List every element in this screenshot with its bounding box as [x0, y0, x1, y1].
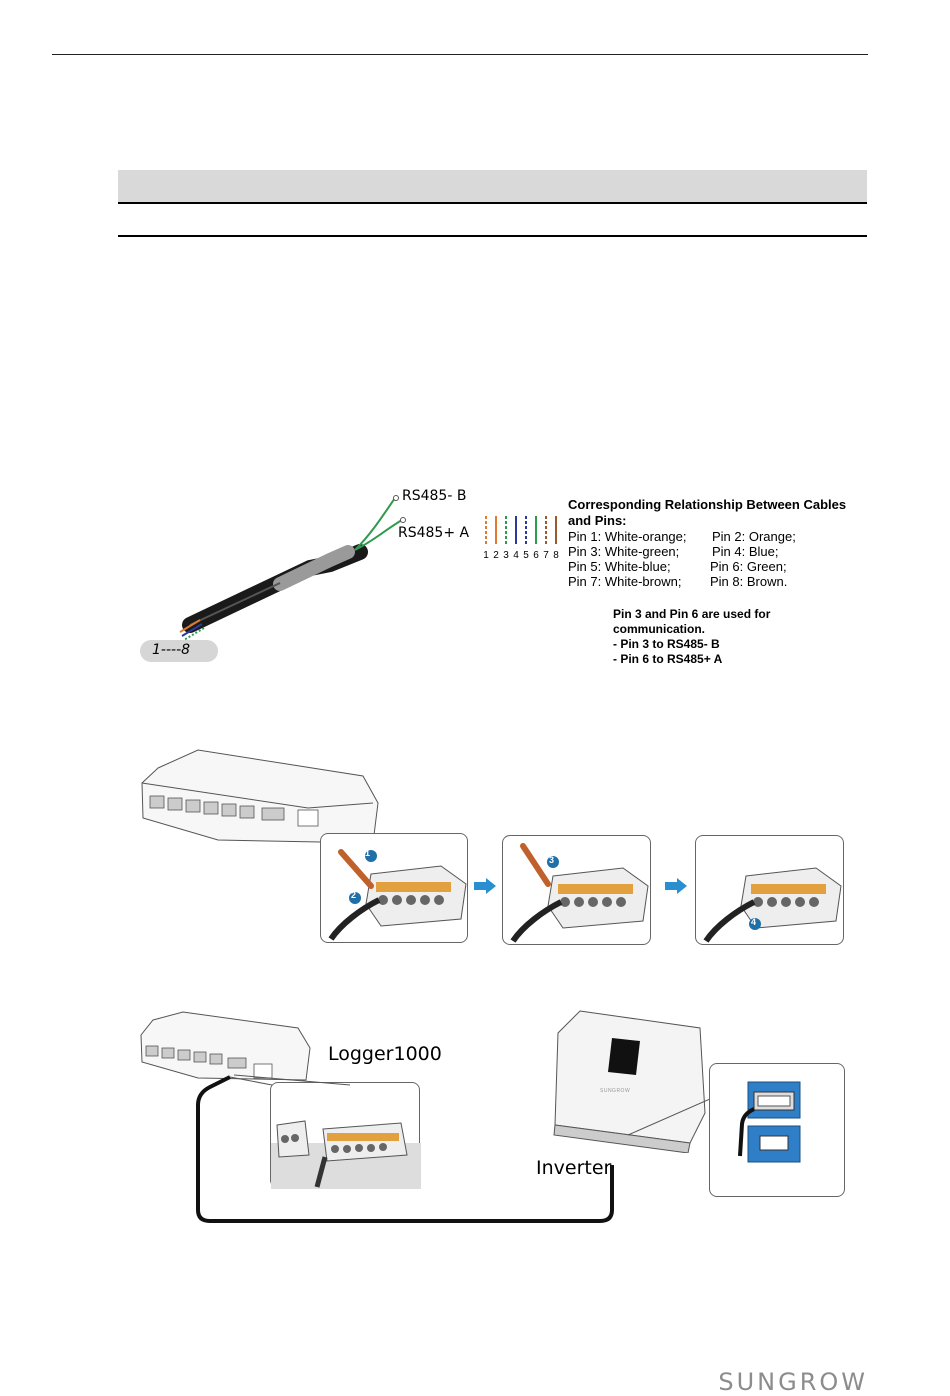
pin-number-4: 4 — [513, 550, 519, 561]
wire-tip-a — [400, 517, 406, 523]
pin-title-line1: Corresponding Relationship Between Cable… — [568, 497, 847, 512]
pin-row-4-left: Pin 7: White-brown; — [568, 574, 682, 589]
pin-row-3-right: Pin 6: Green; — [710, 559, 787, 574]
logger-label: Logger1000 — [328, 1043, 442, 1065]
logger-device-illustration — [141, 749, 379, 844]
step-3-badge: 3 — [549, 855, 555, 865]
note-line4: - Pin 6 to RS485+ A — [613, 652, 723, 666]
communication-note: Pin 3 and Pin 6 are used for communicati… — [613, 607, 770, 667]
step-panel-3 — [695, 835, 844, 945]
arrow-right-icon — [474, 878, 496, 894]
pin-number-2: 2 — [493, 550, 499, 561]
pin-row-4-right: Pin 8: Brown. — [710, 574, 788, 589]
inverter-illustration — [553, 1010, 710, 1153]
step-panel-2 — [502, 835, 651, 945]
pin-range-pill — [140, 640, 218, 662]
step-2-badge: 2 — [351, 890, 357, 900]
step-1-badge: 1 — [365, 848, 371, 858]
pin-relationship: Corresponding Relationship Between Cable… — [568, 497, 858, 591]
label-rs485-a: RS485+ A — [398, 525, 470, 541]
rs485-cable-figure — [140, 495, 406, 662]
pin-number-1: 1 — [483, 550, 489, 561]
step-4-badge: 4 — [751, 917, 757, 927]
note-line2: communication. — [613, 622, 706, 636]
pin-row-2-right: Pin 4: Blue; — [712, 544, 779, 559]
pin-number-6: 6 — [533, 550, 539, 561]
arrow-right-icon — [665, 878, 687, 894]
pin-number-8: 8 — [553, 550, 559, 561]
inverter-brand: SUNGROW — [600, 1088, 631, 1094]
logger-terminal-zoom — [270, 1082, 421, 1189]
sungrow-logo: SUNGROW — [718, 1368, 868, 1396]
pin-row-1-right: Pin 2: Orange; — [712, 529, 796, 544]
core-orange — [179, 619, 201, 633]
pin-range-label: 1----8 — [152, 642, 191, 658]
cable-shield — [273, 545, 355, 591]
pin-number-3: 3 — [503, 550, 509, 561]
header-rule — [52, 54, 868, 55]
core-blue — [181, 623, 203, 637]
note-line1: Pin 3 and Pin 6 are used for — [613, 607, 771, 621]
wire-tip-b — [393, 495, 399, 501]
pin-rows: Pin 1: White-orange; Pin 2: Orange; Pin … — [568, 529, 858, 591]
inverter-port-zoom — [709, 1063, 845, 1197]
pin-number-7: 7 — [543, 550, 549, 561]
table-header — [118, 170, 867, 204]
label-rs485-b: RS485- B — [402, 488, 467, 504]
step-panel-1 — [320, 833, 468, 943]
table-bottom-rule — [118, 235, 867, 237]
wire-a — [354, 519, 403, 551]
pin-row-2-left: Pin 3: White-green; — [568, 544, 680, 559]
pin-number-5: 5 — [523, 550, 529, 561]
cable-highlight — [189, 582, 281, 626]
note-line3: - Pin 3 to RS485- B — [613, 637, 720, 651]
pin-row-1-left: Pin 1: White-orange; — [568, 529, 687, 544]
pin-title-line2: and Pins: — [568, 513, 627, 528]
inverter-label: Inverter — [536, 1157, 612, 1179]
wire-b — [354, 497, 396, 551]
pin-row-3-left: Pin 5: White-blue; — [568, 559, 671, 574]
logger-device-small — [140, 1011, 311, 1081]
communication-cable — [196, 1074, 614, 1223]
